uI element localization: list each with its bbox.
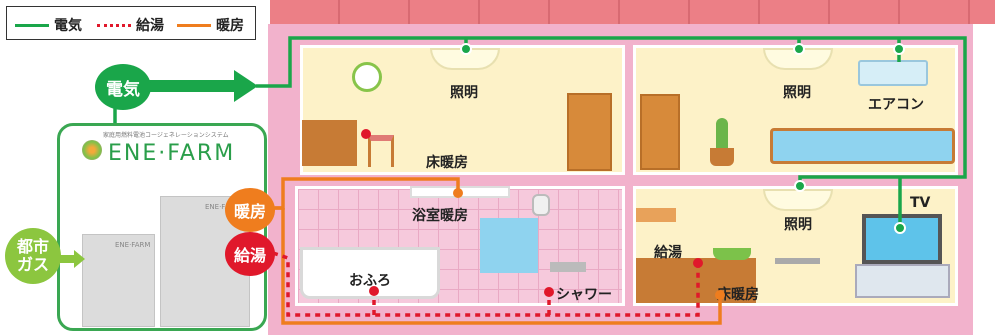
living-floor-heating-label: 床暖房 — [426, 155, 468, 171]
clock-icon — [352, 62, 382, 92]
heating-lines — [272, 177, 722, 325]
bathtub-node — [369, 286, 379, 296]
heating-bubble: 暖房 — [225, 188, 275, 232]
bath-heating-label: 浴室暖房 — [412, 208, 468, 224]
electric-bubble-label: 電気 — [106, 79, 140, 100]
bedroom-light-node — [793, 43, 805, 55]
kitchen-floor-node — [715, 290, 725, 300]
tv-stand-icon — [855, 264, 950, 298]
hot-water-bubble: 給湯 — [225, 232, 275, 276]
kitchen-light-label: 照明 — [784, 217, 812, 233]
enefarm-tagline: 家庭用燃料電池コージェネレーションシステム — [103, 132, 229, 139]
living-clock-node — [361, 129, 371, 139]
gas-bubble-line2: ガス — [16, 255, 49, 274]
cactus-icon — [716, 118, 728, 154]
plant-pot — [710, 148, 734, 166]
kitchen-floor-heating-label: 床暖房 — [717, 287, 759, 303]
tree-icon — [82, 140, 102, 160]
bed-icon — [770, 128, 955, 164]
bath-heating-node — [453, 188, 463, 198]
table-icon — [775, 258, 820, 264]
aircon-node — [893, 43, 905, 55]
electric-arrow-icon — [146, 70, 258, 102]
legend-heating-label: 暖房 — [216, 18, 244, 34]
enefarm-logo: ENE·FARM — [108, 141, 236, 166]
legend-electric-line — [15, 24, 49, 27]
kitchen-hot-water-label: 給湯 — [654, 245, 682, 261]
bathtub-label: おふろ — [349, 273, 391, 289]
legend-electric-label: 電気 — [54, 18, 82, 34]
legend-heating-line — [177, 24, 211, 27]
legend: 電気 給湯 暖房 — [6, 6, 256, 40]
roof-stripes — [270, 0, 995, 24]
tv-label: TV — [910, 195, 931, 211]
legend-hot-water-label: 給湯 — [136, 18, 164, 34]
kitchen-hot-water-node — [693, 258, 703, 268]
aircon-icon — [858, 60, 928, 86]
faucet-icon — [550, 262, 586, 272]
aircon-label: エアコン — [868, 97, 924, 113]
bedroom-door-icon — [640, 94, 680, 170]
gas-bubble-line1: 都市 — [16, 237, 49, 256]
gas-arrow-icon — [58, 250, 85, 268]
living-light-node — [460, 43, 472, 55]
mirror-icon — [480, 218, 538, 273]
hot-water-lines — [272, 251, 700, 317]
living-light-label: 照明 — [450, 85, 478, 101]
shower-node — [544, 287, 554, 297]
shower-label: シャワー — [556, 287, 612, 303]
desk-icon — [302, 120, 357, 166]
enefarm-unit-small — [82, 234, 155, 327]
chair-icon — [368, 135, 394, 167]
electric-bubble: 電気 — [95, 64, 151, 110]
tv-node — [894, 222, 906, 234]
enefarm-unit-small-label: ENE·FARM — [115, 241, 151, 249]
heating-bubble-label: 暖房 — [233, 202, 266, 221]
hot-water-bubble-label: 給湯 — [233, 246, 266, 265]
enefarm-unit-large-label: ENE·FARM — [205, 203, 241, 211]
kitchen-shelf — [636, 208, 676, 222]
shower-head-icon — [532, 194, 550, 216]
legend-hot-water-line — [97, 24, 131, 27]
gas-bubble: 都市 ガス — [5, 228, 61, 284]
bedroom-light-label: 照明 — [783, 85, 811, 101]
bowl-icon — [713, 248, 751, 260]
kitchen-light-node — [794, 180, 806, 192]
door-icon — [567, 93, 612, 171]
